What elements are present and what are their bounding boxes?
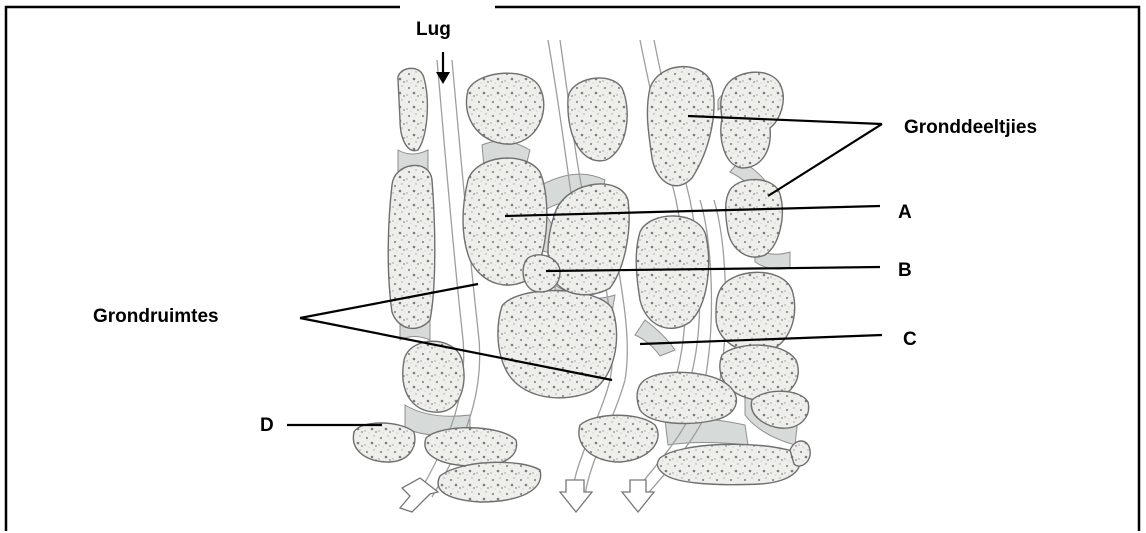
label-soil-spaces: Grondruimtes bbox=[93, 307, 219, 326]
particles-leader-2 bbox=[768, 124, 882, 196]
label-soil-particles: Gronddeeltjies bbox=[904, 118, 1037, 137]
label-a: A bbox=[898, 203, 912, 222]
label-b: B bbox=[898, 261, 912, 280]
label-c: C bbox=[903, 330, 917, 349]
particles-leader-1 bbox=[688, 116, 882, 124]
label-d: D bbox=[260, 416, 274, 435]
label-air: Lug bbox=[416, 20, 451, 39]
